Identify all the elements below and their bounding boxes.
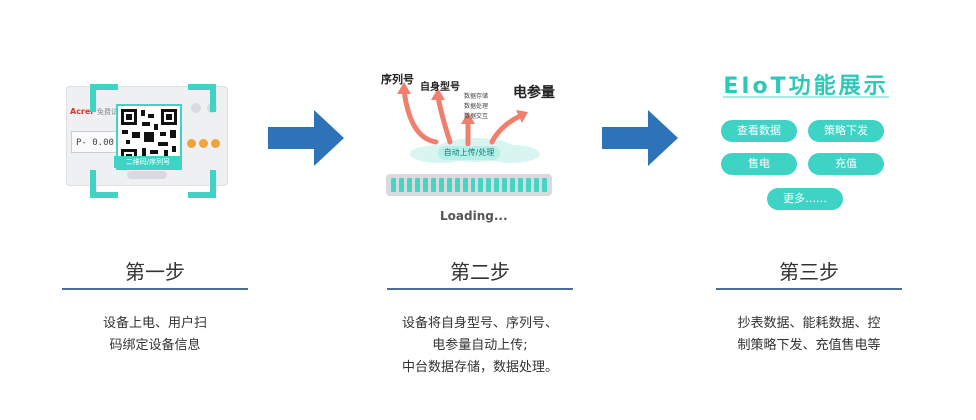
step2-underline	[387, 288, 573, 290]
desc-line: 设备将自身型号、序列号、	[401, 316, 558, 331]
progress-segment	[526, 178, 532, 192]
progress-segment	[398, 178, 404, 192]
progress-segment	[518, 178, 524, 192]
progress-segment	[422, 178, 428, 192]
arrow-right-icon	[602, 110, 678, 166]
scan-corner	[90, 84, 118, 112]
recharge-button[interactable]: 充值	[808, 153, 884, 175]
progress-segment	[494, 178, 500, 192]
progress-segment	[438, 178, 444, 192]
qr-caption: 二维码/序列号	[114, 156, 182, 168]
progress-segment	[534, 178, 540, 192]
progress-segment	[486, 178, 492, 192]
meter-display: P- 0.00	[71, 131, 123, 153]
desc-line: 设备上电、用户扫	[102, 316, 207, 331]
progress-segment	[542, 178, 548, 192]
meter-button	[187, 139, 196, 148]
desc-line: 码绑定设备信息	[109, 338, 201, 353]
progress-segment	[414, 178, 420, 192]
progress-segment	[391, 178, 396, 192]
desc-line: 抄表数据、能耗数据、控	[737, 316, 881, 331]
progress-segment	[430, 178, 436, 192]
view-data-button[interactable]: 查看数据	[721, 120, 797, 142]
progress-bar	[386, 174, 552, 196]
policy-dispatch-button[interactable]: 策略下发	[808, 120, 884, 142]
desc-line: 电参量自动上传;	[432, 338, 528, 353]
step3-description: 抄表数据、能耗数据、控 制策略下发、充值售电等	[708, 313, 910, 357]
meter-button	[199, 139, 208, 148]
meter-knob	[191, 103, 201, 113]
eiot-title: EIoT功能展示	[723, 74, 889, 99]
arrow-right-icon	[268, 110, 344, 166]
progress-segment	[502, 178, 508, 192]
step3-underline	[716, 288, 902, 290]
sell-power-button[interactable]: 售电	[721, 153, 797, 175]
energy-label: 电参量	[513, 85, 555, 101]
progress-segment	[470, 178, 476, 192]
step2-title: 第二步	[450, 260, 510, 284]
step2-description: 设备将自身型号、序列号、 电参量自动上传; 中台数据存储，数据处理。	[372, 313, 588, 379]
model-label: 自身型号	[420, 82, 460, 93]
meter-button	[211, 139, 220, 148]
progress-segment	[478, 178, 484, 192]
progress-segment	[454, 178, 460, 192]
storage-label: 数据存储	[464, 93, 489, 100]
progress-segment	[462, 178, 468, 192]
meter-slot	[127, 171, 167, 179]
step1-underline	[62, 288, 248, 290]
step1-title: 第一步	[125, 260, 185, 284]
desc-line: 制策略下发、充值售电等	[737, 338, 881, 353]
progress-segment	[406, 178, 412, 192]
scan-corner	[188, 84, 216, 112]
meter-brand-cn: 免费试用	[97, 108, 125, 116]
scan-corner	[90, 170, 118, 198]
data-ops-labels: 数据存储 数据处理 数据交互	[464, 92, 488, 122]
meter-brand: Acrel	[70, 107, 94, 116]
scan-corner	[188, 170, 216, 198]
desc-line: 中台数据存储，数据处理。	[401, 360, 558, 375]
loading-text: Loading...	[440, 209, 508, 223]
more-button[interactable]: 更多……	[767, 188, 843, 210]
auto-upload-badge: 自动上传/处理	[438, 146, 500, 160]
step1-description: 设备上电、用户扫 码绑定设备信息	[62, 313, 248, 357]
progress-segment	[510, 178, 516, 192]
step3-title: 第三步	[779, 260, 839, 284]
processing-label: 数据处理	[464, 103, 489, 110]
progress-segment	[446, 178, 452, 192]
serial-label: 序列号	[381, 73, 414, 86]
exchange-label: 数据交互	[464, 113, 489, 120]
title-divider	[723, 96, 889, 98]
